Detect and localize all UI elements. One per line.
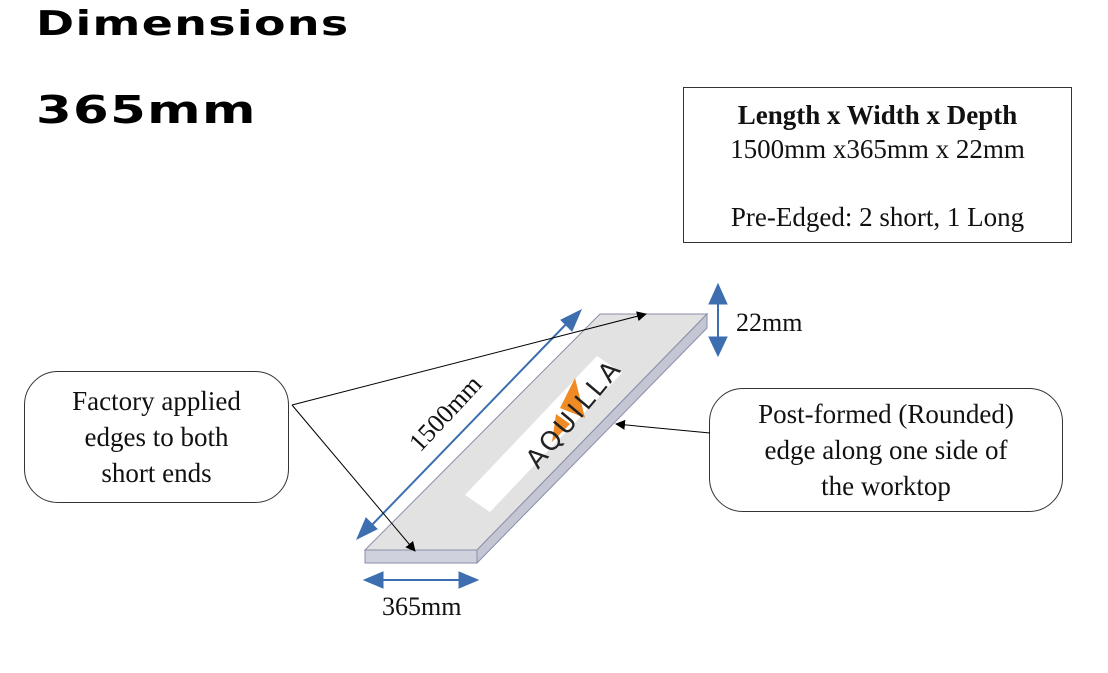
width-arrowhead-start xyxy=(362,571,384,589)
callout-line: Post-formed (Rounded) xyxy=(758,399,1014,429)
callout-post-formed: Post-formed (Rounded) edge along one sid… xyxy=(709,388,1063,512)
length-dimension-line xyxy=(369,317,573,528)
spec-box: Length x Width x Depth 1500mm x365mm x 2… xyxy=(683,87,1072,243)
callout-line: short ends xyxy=(101,458,212,488)
spec-heading: Length x Width x Depth xyxy=(737,100,1018,130)
length-arrowhead-end xyxy=(560,308,582,332)
width-arrowhead-end xyxy=(458,571,480,589)
depth-arrowhead-top xyxy=(708,282,728,305)
callout-line: edges to both xyxy=(84,422,229,452)
callout-factory-edges: Factory applied edges to both short ends xyxy=(24,371,289,503)
callout-line: edge along one side of xyxy=(764,435,1008,465)
callout-line: Factory applied xyxy=(72,386,241,416)
page-title: Dimensions xyxy=(36,4,350,44)
board-front-edge xyxy=(364,549,478,564)
depth-label: 22mm xyxy=(736,308,803,337)
length-arrowhead-start xyxy=(356,517,378,541)
spec-size: 1500mm x365mm x 22mm xyxy=(730,134,1025,164)
page-subtitle: 365mm xyxy=(36,88,257,132)
board-long-edge xyxy=(476,312,708,565)
leader-to-top-end xyxy=(291,311,647,406)
depth-arrowhead-bottom xyxy=(708,336,728,358)
leader-to-front-end xyxy=(291,404,416,552)
width-label: 365mm xyxy=(382,592,462,621)
spec-edging: Pre-Edged: 2 short, 1 Long xyxy=(730,202,1025,232)
callout-line: the worktop xyxy=(821,471,951,501)
leader-to-long-edge xyxy=(615,419,711,434)
